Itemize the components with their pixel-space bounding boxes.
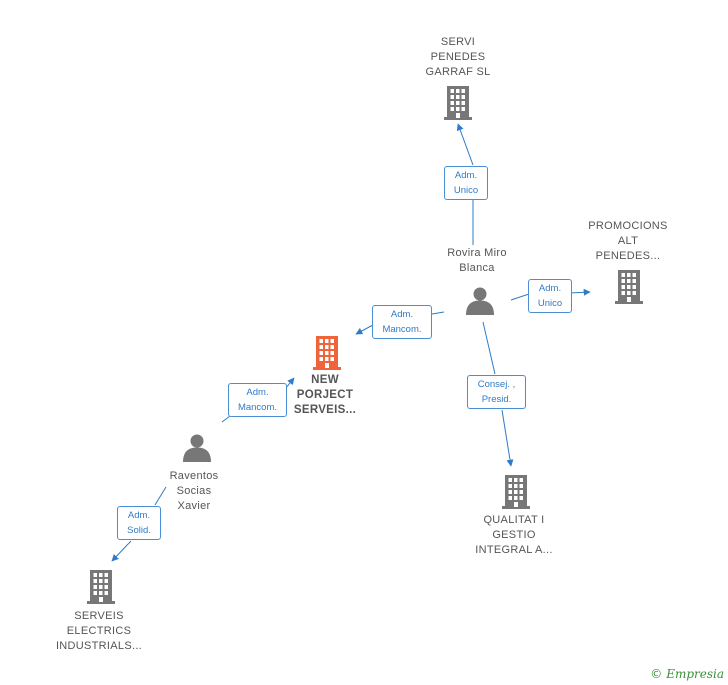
edge-rovira-qualitat xyxy=(482,321,511,466)
edge-label-raventos-new-project[interactable]: Adm. Mancom. xyxy=(228,383,287,417)
node-line: PORJECT xyxy=(296,389,354,401)
edge-line: Solid. xyxy=(127,525,151,536)
edge-rovira-promocions xyxy=(510,292,590,301)
brand-name: Empresia xyxy=(666,667,724,681)
node-line: ALT xyxy=(617,235,639,247)
node-line: INTEGRAL A... xyxy=(475,544,553,556)
building-icon[interactable] xyxy=(444,86,472,120)
node-line: INDUSTRIALS... xyxy=(55,640,143,652)
edge-line: Unico xyxy=(537,298,563,309)
edge-line: Unico xyxy=(453,185,479,196)
person-icon[interactable] xyxy=(183,434,211,463)
node-label-new-project[interactable]: NEW PORJECT SERVEIS... xyxy=(275,373,375,418)
node-line: Rovira Miro xyxy=(447,247,507,259)
edge-label-rovira-qualitat[interactable]: Consej. , Presid. xyxy=(467,375,526,409)
edge-line: Adm. xyxy=(538,283,562,294)
edge-label-raventos-serveis[interactable]: Adm. Solid. xyxy=(117,506,161,540)
edge-label-rovira-promocions[interactable]: Adm. Unico xyxy=(528,279,572,313)
edge-line: Adm. xyxy=(246,387,269,398)
copyright-icon: © xyxy=(650,667,663,681)
node-line: ELECTRICS xyxy=(66,625,132,637)
edge-raventos-serveis xyxy=(112,486,167,561)
node-line: GESTIO xyxy=(492,529,536,541)
edge-line: Adm. xyxy=(127,510,151,521)
brand-watermark: ©Empresia xyxy=(650,667,724,681)
node-line: Socias xyxy=(176,485,212,497)
node-line: SERVEIS... xyxy=(293,404,357,416)
node-line: Xavier xyxy=(177,500,211,512)
node-label-serveis[interactable]: SERVEIS ELECTRICS INDUSTRIALS... xyxy=(49,609,149,654)
edge-line: Consej. , xyxy=(477,379,516,390)
person-icon[interactable] xyxy=(466,287,494,316)
building-icon[interactable] xyxy=(87,570,115,604)
edge-label-rovira-servi[interactable]: Adm. Unico xyxy=(444,166,488,200)
building-icon[interactable] xyxy=(313,336,341,370)
edge-line: Adm. xyxy=(390,309,414,320)
node-label-qualitat[interactable]: QUALITAT I GESTIO INTEGRAL A... xyxy=(464,513,564,558)
edge-rovira-new-project xyxy=(356,311,445,334)
edge-line: Mancom. xyxy=(237,402,278,413)
edge-rovira-servi xyxy=(458,124,474,245)
edge-label-rovira-new-project[interactable]: Adm. Mancom. xyxy=(372,305,432,339)
node-line: Raventos xyxy=(169,470,219,482)
edge-line: Presid. xyxy=(481,394,512,405)
building-icon[interactable] xyxy=(615,270,643,304)
edge-line: Adm. xyxy=(454,170,478,181)
node-line: PROMOCIONS xyxy=(588,220,668,232)
node-line: PENEDES... xyxy=(595,250,661,262)
node-label-rovira[interactable]: Rovira Miro Blanca xyxy=(427,246,527,276)
node-line: QUALITAT I xyxy=(483,514,545,526)
edge-raventos-new-project xyxy=(221,378,294,423)
node-label-promocions[interactable]: PROMOCIONS ALT PENEDES... xyxy=(578,219,678,264)
node-line: SERVEIS xyxy=(74,610,124,622)
node-line: Blanca xyxy=(459,262,495,274)
node-label-raventos[interactable]: Raventos Socias Xavier xyxy=(144,469,244,514)
node-line: GARRAF SL xyxy=(425,66,491,78)
node-line: PENEDES xyxy=(430,51,486,63)
edge-line: Mancom. xyxy=(382,324,422,335)
node-label-servi[interactable]: SERVI PENEDES GARRAF SL xyxy=(408,35,508,80)
node-line: NEW xyxy=(311,374,339,386)
building-icon[interactable] xyxy=(502,475,530,509)
node-line: SERVI xyxy=(440,36,476,48)
edges-layer xyxy=(112,124,590,561)
